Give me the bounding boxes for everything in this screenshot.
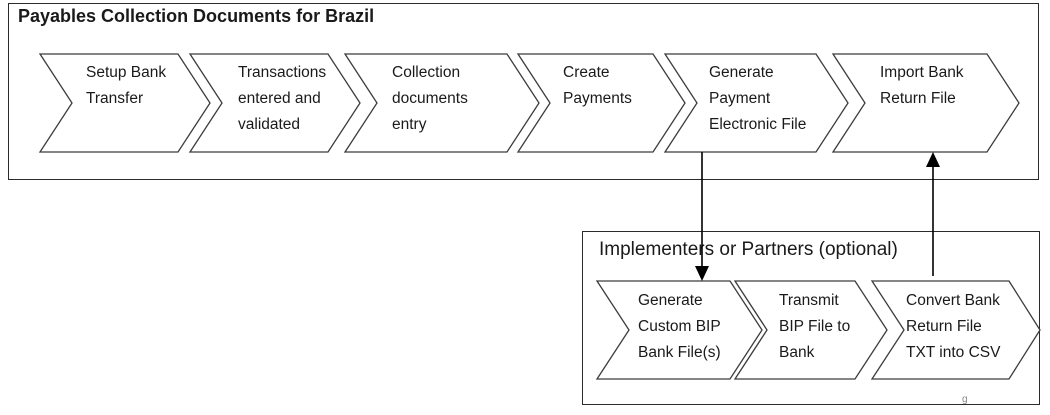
step-label-collection-documents: Collection documents entry xyxy=(392,60,468,138)
step-label-line: validated xyxy=(238,116,301,133)
step-label-line: BIP File to xyxy=(779,318,851,335)
step-label-line: Transfer xyxy=(86,90,144,107)
step-label-line: Setup Bank xyxy=(86,64,167,81)
chevron-collection-documents xyxy=(343,53,540,153)
chevron-create-payments xyxy=(516,53,686,153)
step-label-create-payments: Create Payments xyxy=(563,60,632,112)
step-label-line: Payment xyxy=(709,90,771,107)
chevron-setup-bank-transfer xyxy=(38,53,211,153)
step-label-import-bank-return: Import Bank Return File xyxy=(880,60,964,112)
step-label-line: Generate xyxy=(709,64,774,81)
step-label-line: Custom BIP xyxy=(638,318,721,335)
step-label-line: Bank xyxy=(779,344,815,361)
main-group-title: Payables Collection Documents for Brazil xyxy=(18,6,375,26)
step-label-line: entry xyxy=(392,116,427,133)
step-label-line: TXT into CSV xyxy=(906,344,1001,361)
chevron-import-bank-return xyxy=(831,53,1020,153)
chevron-transmit-bip-file xyxy=(733,280,888,380)
chevron-generate-custom-bip xyxy=(595,280,763,380)
chevron-transactions-entered xyxy=(188,53,361,153)
step-label-line: Bank File(s) xyxy=(638,344,721,361)
up-arrow-head-icon xyxy=(926,152,940,167)
chevron-generate-payment-file xyxy=(663,53,849,153)
chevron-convert-bank-return xyxy=(870,280,1041,380)
step-label-line: documents xyxy=(392,90,468,107)
step-label-generate-payment-file: Generate Payment Electronic File xyxy=(709,60,806,138)
step-label-line: Generate xyxy=(638,292,703,309)
step-label-line: Import Bank xyxy=(880,64,964,81)
step-label-line: Create xyxy=(563,64,610,81)
step-label-line: Transactions xyxy=(238,64,327,81)
partner-process-group xyxy=(582,231,1040,405)
step-label-line: Electronic File xyxy=(709,116,807,133)
step-label-convert-bank-return: Convert Bank Return File TXT into CSV xyxy=(906,288,1000,366)
step-label-line: Collection xyxy=(392,64,461,81)
step-label-line: Return File xyxy=(906,318,982,335)
step-label-line: Convert Bank xyxy=(906,292,1000,309)
step-label-transmit-bip-file: Transmit BIP File to Bank xyxy=(779,288,850,366)
step-label-transactions-entered: Transactions entered and validated xyxy=(238,60,326,138)
step-label-line: Payments xyxy=(563,90,632,107)
main-process-group xyxy=(8,3,1039,180)
down-arrow-head-icon xyxy=(695,266,709,281)
step-label-setup-bank-transfer: Setup Bank Transfer xyxy=(86,60,166,112)
step-label-line: Transmit xyxy=(779,292,839,309)
step-label-generate-custom-bip: Generate Custom BIP Bank File(s) xyxy=(638,288,721,366)
step-label-line: entered and xyxy=(238,90,321,107)
step-label-line: Return File xyxy=(880,90,956,107)
corner-mark: g xyxy=(962,394,968,405)
partner-group-title: Implementers or Partners (optional) xyxy=(599,239,898,260)
